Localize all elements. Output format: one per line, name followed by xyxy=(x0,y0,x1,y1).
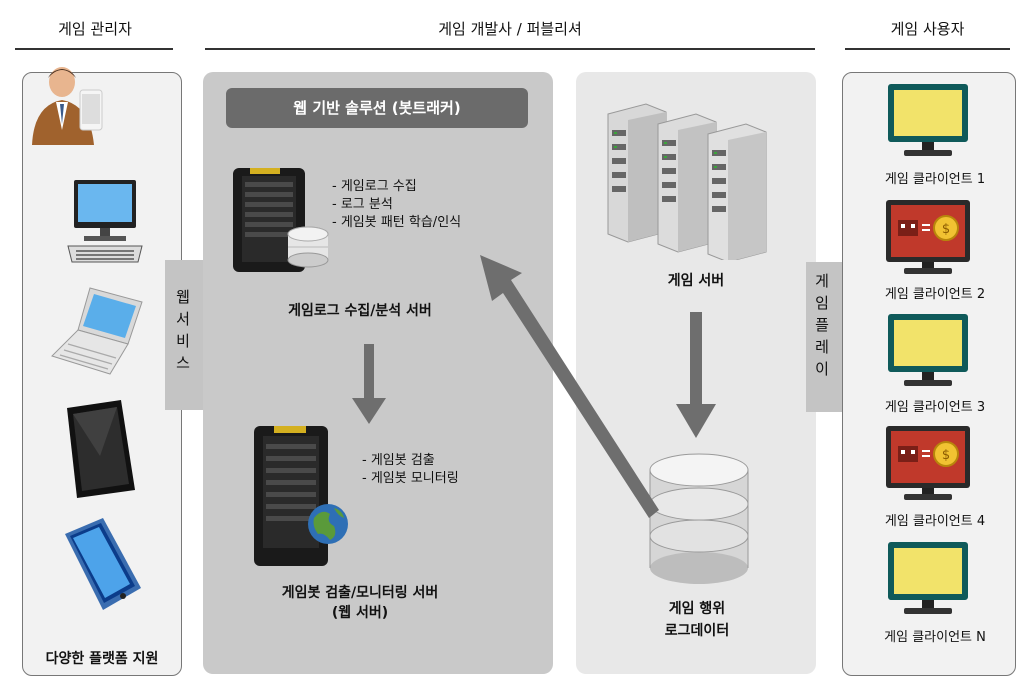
game-play-char: 게 xyxy=(815,272,829,290)
bot-client-monitor-icon: $ xyxy=(886,200,970,274)
web-service-char: 비 xyxy=(176,332,190,350)
monitor-server-label-line2: (웹 서버) xyxy=(331,605,389,621)
client-label: 게임 클라이언트 N xyxy=(884,630,986,645)
log-server-bullet: - 게임봇 패턴 학습/인식 xyxy=(332,215,462,230)
header-admin: 게임 관리자 xyxy=(58,20,132,38)
log-server-bullets: - 게임로그 수집 - 로그 분석 - 게임봇 패턴 학습/인식 xyxy=(332,178,461,232)
web-service-label: 웹 서 비 스 xyxy=(173,286,193,374)
client-monitor-icon xyxy=(888,542,968,614)
log-server-label: 게임로그 수집/분석 서버 xyxy=(288,303,432,319)
tablet-icon xyxy=(67,400,135,498)
game-play-char: 플 xyxy=(815,316,829,334)
header-user-underline xyxy=(845,48,1010,50)
log-server-icon xyxy=(233,168,329,272)
behavior-log-label-line2: 로그데이터 xyxy=(664,623,730,639)
solution-title: 웹 기반 솔루션 (봇트래커) xyxy=(226,88,528,128)
header-admin-underline xyxy=(15,48,173,50)
web-service-char: 스 xyxy=(176,354,190,372)
client-label: 게임 클라이언트 4 xyxy=(884,514,986,529)
monitor-server-bullet: - 게임봇 모니터링 xyxy=(362,471,459,486)
behavior-log-label: 게임 행위 로그데이터 xyxy=(590,598,804,642)
game-play-char: 레 xyxy=(815,338,829,356)
db-to-analysis-arrow xyxy=(480,255,659,518)
web-service-char: 서 xyxy=(176,310,190,328)
smartphone-icon xyxy=(65,518,141,610)
analysis-to-monitor-arrow xyxy=(352,344,386,424)
client-monitor-icon xyxy=(888,84,968,156)
log-server-bullet: - 로그 분석 xyxy=(332,197,393,212)
header-user: 게임 사용자 xyxy=(890,20,965,38)
header-developer: 게임 개발사 / 퍼블리셔 xyxy=(438,20,582,38)
web-service-char: 웹 xyxy=(176,288,190,306)
behavior-log-label-line1: 게임 행위 xyxy=(668,601,726,617)
administrator-icon xyxy=(32,67,103,145)
game-play-char: 임 xyxy=(815,294,829,312)
game-play-label: 게 임 플 레 이 xyxy=(812,270,832,380)
client-monitor-icon xyxy=(888,314,968,386)
bot-client-monitor-icon: $ xyxy=(886,426,970,500)
monitor-server-label-line1: 게임봇 검출/모니터링 서버 xyxy=(281,585,439,601)
web-service-connector xyxy=(165,260,205,410)
svg-text:$: $ xyxy=(942,448,950,463)
monitoring-server-icon xyxy=(254,426,348,566)
monitor-server-label: 게임봇 검출/모니터링 서버 (웹 서버) xyxy=(210,583,510,623)
client-label: 게임 클라이언트 2 xyxy=(884,287,986,302)
laptop-icon xyxy=(51,287,143,375)
desktop-computer-icon xyxy=(67,180,143,263)
game-play-char: 이 xyxy=(815,360,829,378)
server-to-db-arrow xyxy=(676,312,716,438)
admin-platform-label: 다양한 플랫폼 지원 xyxy=(45,651,159,667)
client-label: 게임 클라이언트 1 xyxy=(884,172,986,187)
game-server-label: 게임 서버 xyxy=(667,273,725,289)
behavior-log-database-icon xyxy=(649,453,749,584)
client-label: 게임 클라이언트 3 xyxy=(884,400,986,415)
header-developer-underline xyxy=(205,48,815,50)
game-server-icon xyxy=(607,103,767,260)
monitor-server-bullets: - 게임봇 검출 - 게임봇 모니터링 xyxy=(362,452,459,488)
svg-text:$: $ xyxy=(942,222,950,237)
monitor-server-bullet: - 게임봇 검출 xyxy=(362,453,435,468)
log-server-bullet: - 게임로그 수집 xyxy=(332,179,417,194)
